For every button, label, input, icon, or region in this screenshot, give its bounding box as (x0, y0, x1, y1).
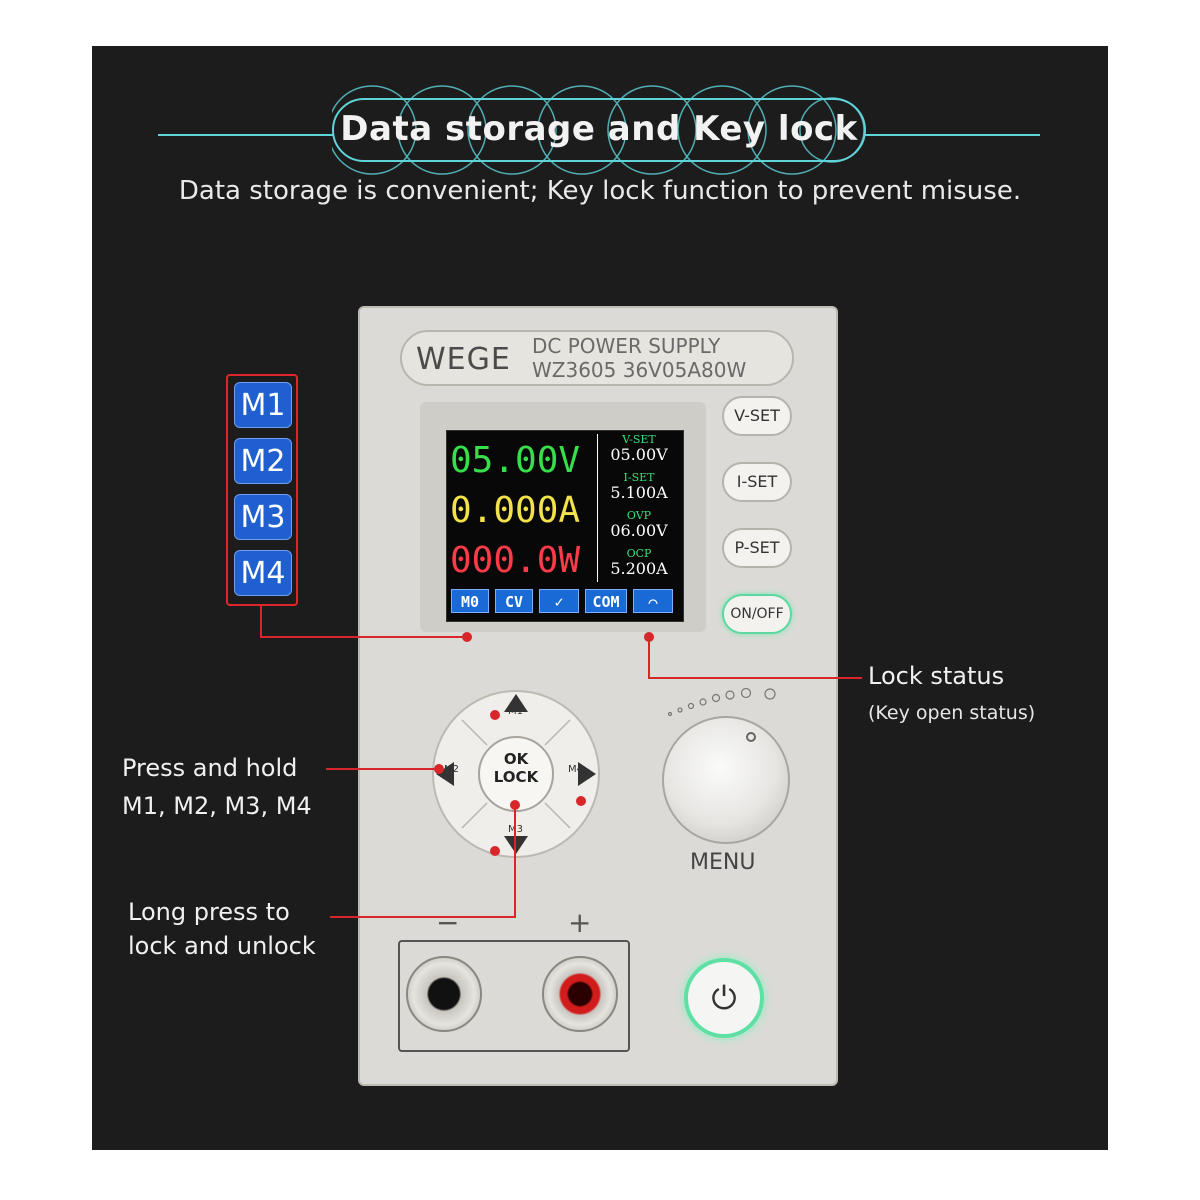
callout-line-lock-vertical (648, 636, 650, 678)
callout-dot-m2 (434, 764, 444, 774)
callout-dot-m1 (490, 710, 500, 720)
callout-dot-lock-button (510, 800, 520, 810)
negative-terminal-icon[interactable] (406, 956, 482, 1032)
memory-button-m1[interactable]: M1 (234, 382, 292, 428)
pset-button[interactable]: P-SET (722, 528, 792, 568)
voltage-readout: 05.00V (450, 440, 581, 481)
status-check-icon: ✓ (539, 589, 579, 613)
status-mode: CV (495, 589, 533, 613)
lock-label: LOCK (493, 768, 539, 786)
iset-block: I-SET 5.100A (598, 472, 680, 502)
vset-value: 05.00V (610, 445, 668, 464)
onoff-button[interactable]: ON/OFF (722, 594, 792, 634)
vset-button[interactable]: V-SET (722, 396, 792, 436)
callout-line-long-horizontal (330, 916, 516, 918)
press-hold-line2: M1, M2, M3, M4 (122, 792, 312, 820)
ocp-key: OCP (626, 547, 652, 560)
current-readout: 0.000A (450, 490, 581, 531)
model-line-1: DC POWER SUPPLY (532, 334, 721, 358)
brand-label: WEGE (416, 342, 511, 377)
callout-line-long-vertical (514, 806, 516, 918)
callout-line-m-horizontal (260, 636, 466, 638)
lock-open-icon: ⌒ (633, 589, 673, 613)
callout-dot-m4 (576, 796, 586, 806)
positive-terminal-icon[interactable] (542, 956, 618, 1032)
label-plate (400, 330, 794, 386)
memory-button-frame (226, 374, 298, 606)
plus-label: + (568, 906, 592, 939)
memory-button-m4[interactable]: M4 (234, 550, 292, 596)
dpad-arrows (436, 694, 596, 854)
ovp-block: OVP 06.00V (598, 510, 680, 540)
ocp-value: 5.200A (610, 559, 668, 578)
status-com: COM (585, 589, 627, 613)
iset-value: 5.100A (610, 483, 668, 502)
press-hold-line1: Press and hold (122, 754, 298, 782)
menu-rotary-knob[interactable] (662, 716, 790, 844)
header-line-right (864, 134, 1040, 136)
header-line-left (158, 134, 334, 136)
long-press-line2: lock and unlock (128, 932, 316, 960)
minus-label: − (436, 906, 460, 939)
vset-key: V-SET (622, 433, 656, 446)
memory-button-m2[interactable]: M2 (234, 438, 292, 484)
model-line-2: WZ3605 36V05A80W (532, 358, 747, 382)
power-readout: 000.0W (450, 540, 581, 581)
ovp-key: OVP (626, 509, 652, 522)
output-terminal-frame (398, 940, 630, 1052)
callout-line-lock-horizontal (648, 677, 862, 679)
screen-separator (597, 434, 598, 582)
title-pill (332, 98, 866, 162)
ok-label: OK (503, 750, 529, 768)
callout-dot-m3 (490, 846, 500, 856)
page-subtitle: Data storage is convenient; Key lock fun… (178, 176, 1022, 206)
page-title: Data storage and Key lock (340, 109, 858, 149)
ocp-block: OCP 5.200A (598, 548, 680, 578)
dpad-up-m1[interactable]: M1 (508, 706, 523, 717)
vset-block: V-SET 05.00V (598, 434, 680, 464)
callout-line-press-hold (326, 768, 436, 770)
callout-dot-memory (462, 632, 472, 642)
iset-key: I-SET (623, 471, 655, 484)
status-memory: M0 (451, 589, 489, 613)
knob-scale-dots (667, 687, 776, 717)
dpad-left-m2[interactable]: M2 (444, 764, 459, 775)
power-button[interactable]: ⏻ (684, 958, 764, 1038)
ok-lock-button[interactable]: OK LOCK (478, 736, 554, 812)
lock-status-sub: (Key open status) (868, 702, 1036, 724)
memory-button-m3[interactable]: M3 (234, 494, 292, 540)
knob-indicator-icon (746, 732, 756, 742)
long-press-line1: Long press to (128, 898, 290, 926)
menu-label: MENU (690, 850, 756, 875)
dpad-right-m4[interactable]: M4 (568, 764, 583, 775)
lock-status-label: Lock status (868, 662, 1005, 690)
callout-line-m-vertical (260, 606, 262, 638)
ovp-value: 06.00V (610, 521, 668, 540)
iset-button[interactable]: I-SET (722, 462, 792, 502)
power-icon: ⏻ (711, 979, 737, 1017)
